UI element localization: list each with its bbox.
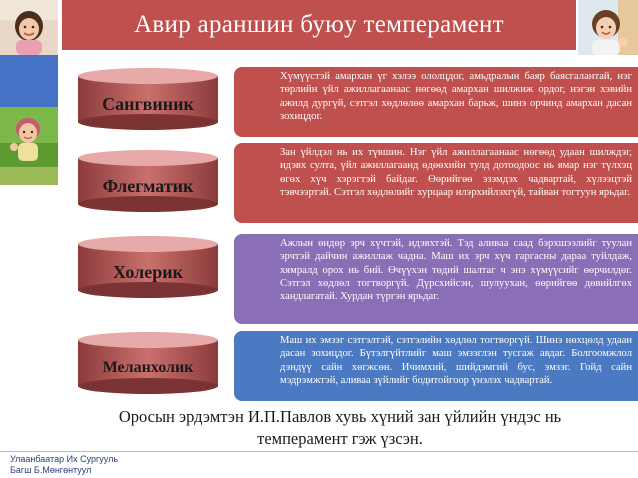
child-photo-bottom-left bbox=[0, 107, 58, 167]
temperament-description: Хүмүүстэй амархан үг хэлээ ололцдог, амь… bbox=[280, 71, 632, 122]
temperament-name: Флегматик bbox=[102, 176, 194, 196]
footer: Улаанбаатар Их Сургууль Багш Б.Мөнгөнтуу… bbox=[10, 454, 118, 476]
description-box-sanguine: Хүмүүстэй амархан үг хэлээ ололцдог, амь… bbox=[234, 67, 638, 137]
description-box-phlegmatic: Зан үйлдэл нь их түвшин. Нэг үйл ажиллаг… bbox=[234, 143, 638, 223]
blue-strip bbox=[0, 55, 58, 107]
temperament-name: Холерик bbox=[112, 262, 184, 282]
temperament-description: Зан үйлдэл нь их түвшин. Нэг үйл ажиллаг… bbox=[280, 147, 632, 198]
temperament-label-choleric: Холерик bbox=[78, 236, 218, 298]
temperament-name: Сангвиник bbox=[102, 94, 194, 114]
footer-teacher: Багш Б.Мөнгөнтуул bbox=[10, 465, 92, 475]
temperament-name: Меланхолик bbox=[102, 359, 194, 376]
temperament-label-sanguine: Сангвиник bbox=[78, 68, 218, 130]
temperament-description: Маш их эмзэг сэтгэлтэй, сэтгэлийн хөдлөл… bbox=[280, 335, 632, 386]
title-bar: Авир араншин буюу темперамент bbox=[62, 0, 576, 50]
child-photo-top-right bbox=[578, 0, 638, 55]
page-title: Авир араншин буюу темперамент bbox=[134, 11, 504, 38]
footer-university: Улаанбаатар Их Сургууль bbox=[10, 454, 119, 464]
caption: Оросын эрдэмтэн И.П.Павлов хувь хүний за… bbox=[118, 407, 562, 448]
temperament-label-phlegmatic: Флегматик bbox=[78, 150, 218, 212]
temperament-label-melancholic: Меланхолик bbox=[78, 332, 218, 394]
green-strip bbox=[0, 167, 58, 185]
temperament-description: Ажлын өндөр эрч хүчтэй, идэвхтэй. Тэд ал… bbox=[280, 238, 632, 303]
footer-divider bbox=[0, 451, 638, 452]
description-box-choleric: Ажлын өндөр эрч хүчтэй, идэвхтэй. Тэд ал… bbox=[234, 234, 638, 324]
description-box-melancholic: Маш их эмзэг сэтгэлтэй, сэтгэлийн хөдлөл… bbox=[234, 331, 638, 401]
child-photo-top-left bbox=[0, 0, 58, 55]
